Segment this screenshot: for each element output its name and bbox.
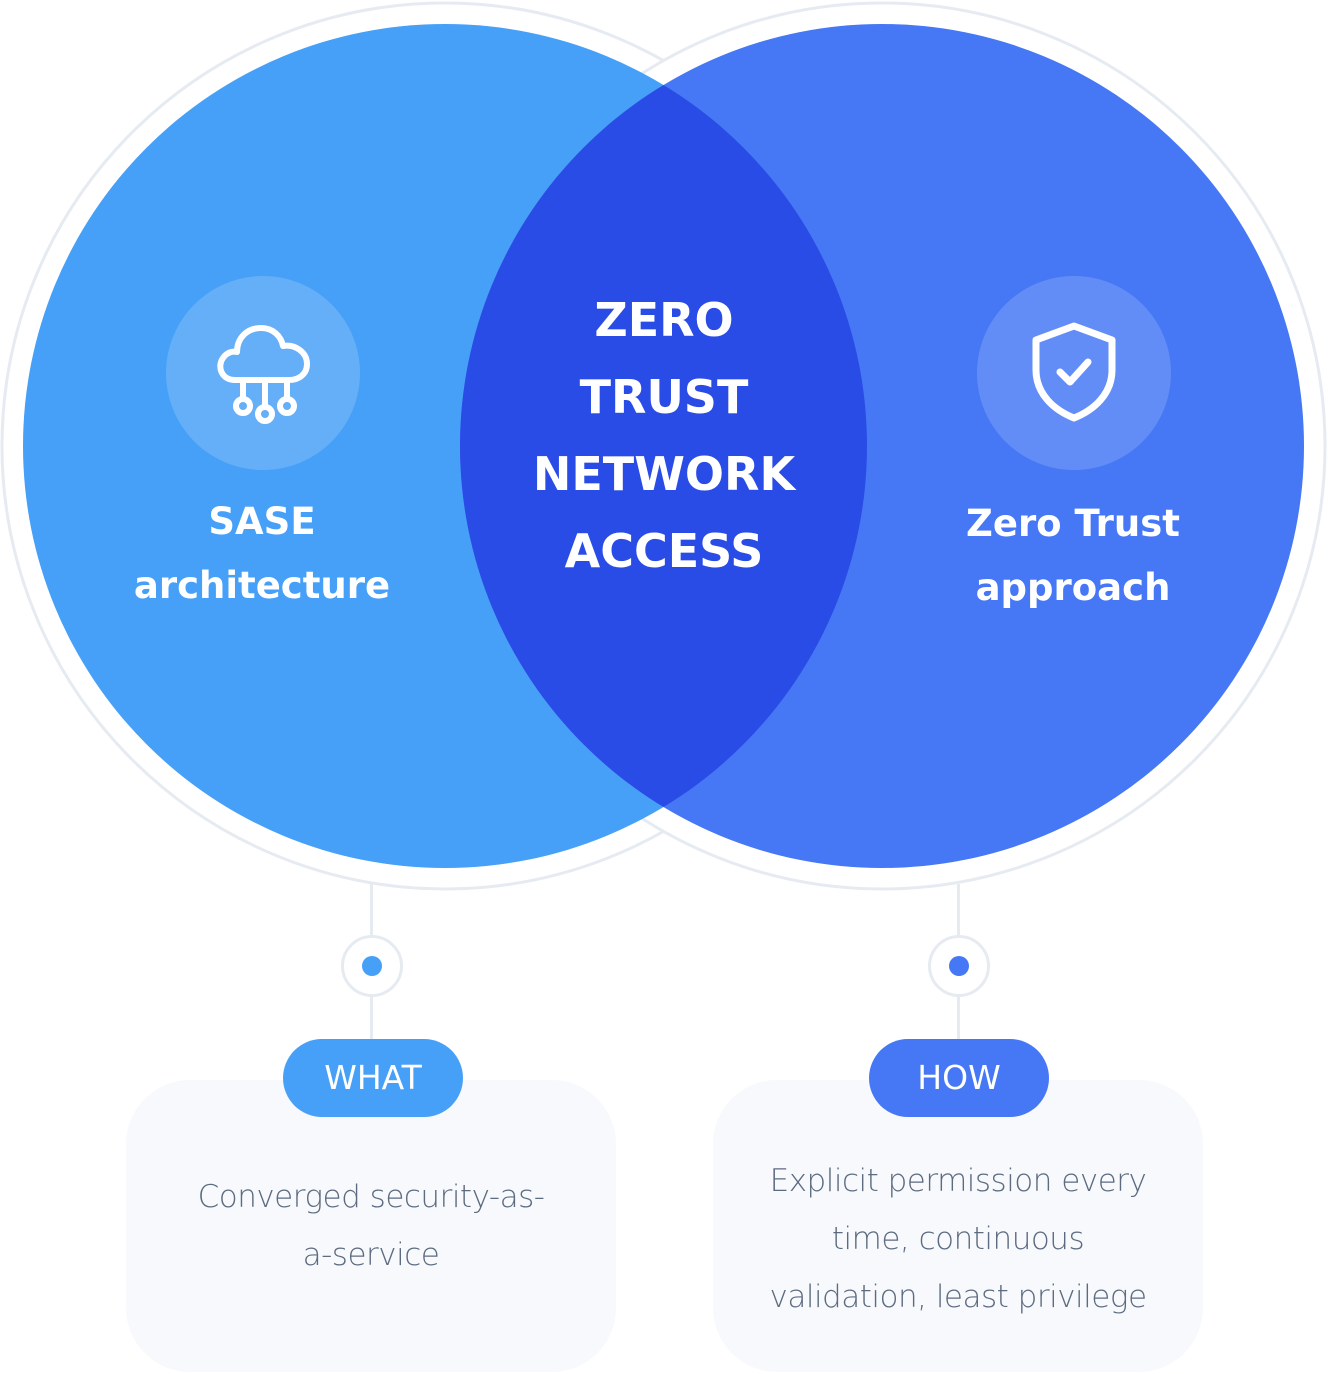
center-line-1: ZERO xyxy=(594,293,734,347)
cloud-network-icon xyxy=(217,325,310,424)
center-title: ZERO TRUST NETWORK ACCESS xyxy=(464,282,864,590)
what-node-dot xyxy=(362,956,382,976)
what-pill: WHAT xyxy=(283,1039,463,1117)
what-description: Converged security-as-a-service xyxy=(197,1179,545,1273)
center-line-4: ACCESS xyxy=(564,524,764,578)
right-label-line2: approach xyxy=(975,566,1171,609)
what-card: Converged security-as-a-service xyxy=(126,1080,616,1372)
right-label-line1: Zero Trust xyxy=(966,502,1180,545)
how-pill: HOW xyxy=(869,1039,1049,1117)
how-node-dot xyxy=(949,956,969,976)
left-label-line1: SASE xyxy=(208,500,316,543)
left-icon-disc xyxy=(166,276,360,470)
venn-diagram xyxy=(0,1,1327,891)
how-connector-lower xyxy=(957,996,960,1040)
shield-check-icon xyxy=(1032,322,1116,422)
how-connector-upper xyxy=(957,884,960,936)
left-label-line2: architecture xyxy=(133,564,391,607)
right-circle-label: Zero Trust approach xyxy=(893,492,1253,620)
what-connector-lower xyxy=(370,996,373,1040)
center-line-2: TRUST xyxy=(579,370,749,424)
center-line-3: NETWORK xyxy=(532,447,796,501)
left-circle-label: SASE architecture xyxy=(82,490,442,618)
what-node xyxy=(341,935,403,997)
how-node xyxy=(928,935,990,997)
how-description: Explicit permission every time, continuo… xyxy=(769,1163,1147,1315)
overlap-region xyxy=(460,24,867,868)
how-card: Explicit permission every time, continuo… xyxy=(713,1080,1203,1372)
right-icon-disc xyxy=(977,276,1171,470)
what-connector-upper xyxy=(370,884,373,936)
